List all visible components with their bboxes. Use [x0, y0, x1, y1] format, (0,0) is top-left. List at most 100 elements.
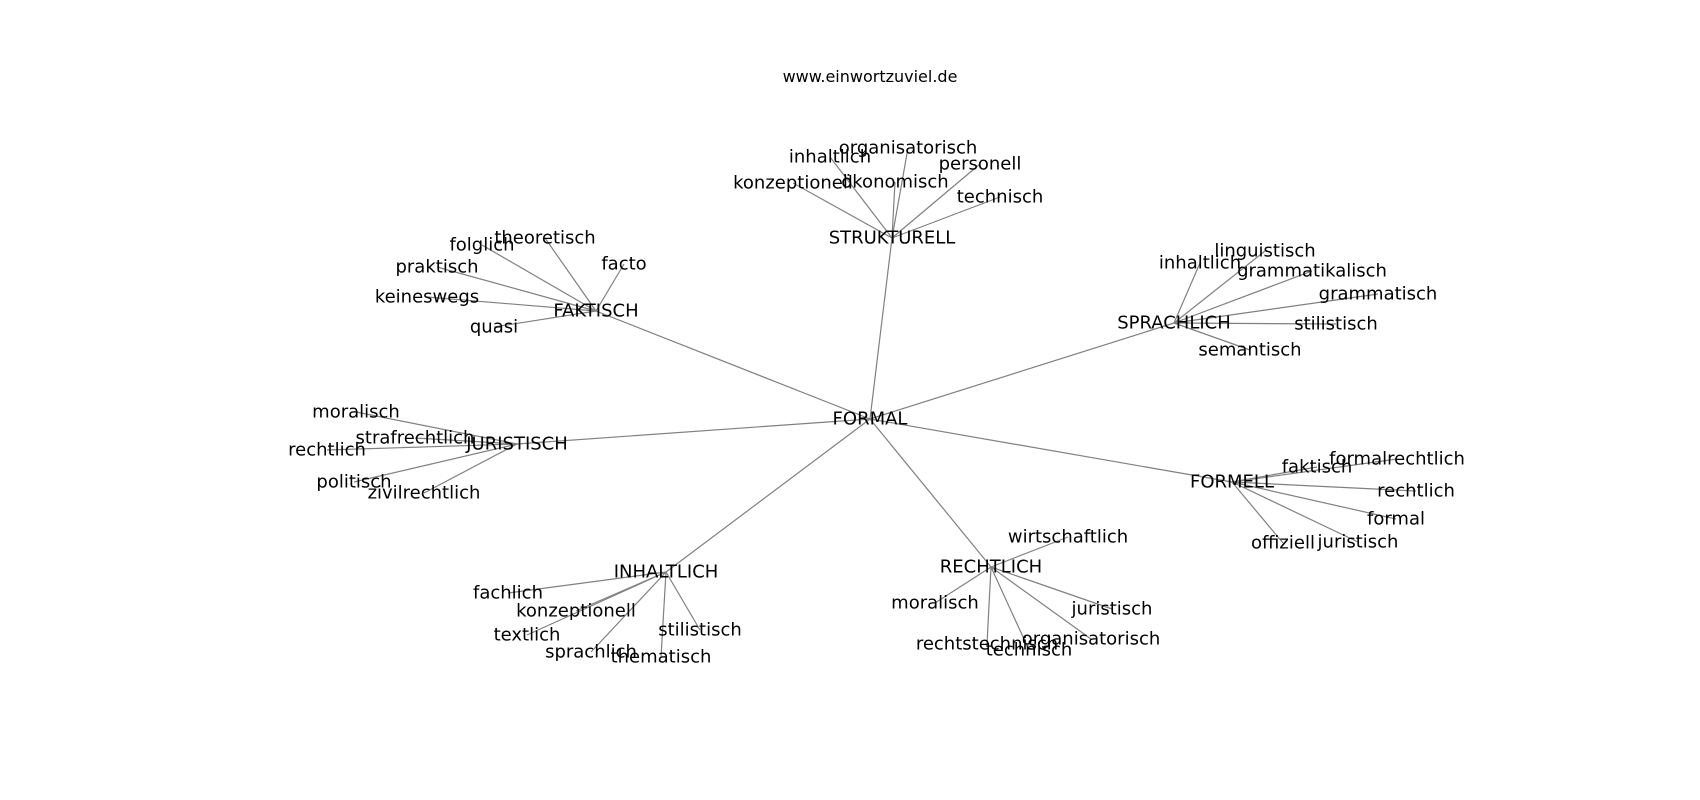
- leaf-node-label: personell: [939, 154, 1022, 175]
- edge-center-to-hub: [869, 418, 992, 568]
- hub-node-label: SPRACHLICH: [1117, 313, 1231, 334]
- leaf-node-label: stilistisch: [1294, 314, 1378, 335]
- leaf-node-label: konzeptionell: [733, 173, 853, 194]
- leaf-node-label: technisch: [986, 640, 1073, 661]
- leaf-node-label: grammatikalisch: [1237, 261, 1387, 282]
- edge-hub-to-leaf: [1173, 262, 1201, 324]
- edge-hub-to-leaf: [1231, 466, 1318, 483]
- leaf-node-label: thematisch: [611, 647, 712, 668]
- leaf-node-label: ökonomisch: [841, 172, 948, 193]
- edge-hub-to-leaf: [1231, 481, 1359, 543]
- leaf-node-label: formal: [1367, 509, 1425, 530]
- edge-hub-to-leaf: [423, 443, 518, 494]
- edge-hub-to-leaf: [665, 571, 701, 631]
- leaf-node-label: rechtstechnisch: [916, 634, 1058, 655]
- edge-hub-to-leaf: [590, 571, 667, 653]
- edge-hub-to-leaf: [353, 443, 518, 483]
- leaf-node-label: quasi: [470, 317, 518, 338]
- edge-hub-to-leaf: [507, 571, 667, 594]
- center-node-label: FORMAL: [833, 409, 908, 430]
- edge-center-to-hub: [665, 418, 871, 573]
- leaf-node-label: rechtlich: [1377, 481, 1455, 502]
- edge-hub-to-leaf: [526, 571, 667, 636]
- hub-node-label: INHALTLICH: [614, 562, 719, 583]
- leaf-node-label: inhaltlich: [789, 147, 871, 168]
- edge-hub-to-leaf: [891, 181, 896, 239]
- edge-hub-to-leaf: [986, 566, 992, 645]
- edge-hub-to-leaf: [990, 536, 1069, 568]
- edge-center-to-hub: [595, 310, 871, 420]
- edge-hub-to-leaf: [1231, 458, 1398, 483]
- hub-node-label: STRUKTURELL: [829, 228, 956, 249]
- edge-hub-to-leaf: [493, 310, 597, 328]
- edge-hub-to-leaf: [1173, 322, 1251, 351]
- leaf-node-label: juristisch: [1071, 599, 1153, 620]
- edge-hub-to-leaf: [990, 566, 1030, 651]
- leaf-node-label: wirtschaftlich: [1008, 527, 1128, 548]
- leaf-node-label: semantisch: [1198, 340, 1301, 361]
- hub-node-label: JURISTISCH: [465, 434, 568, 455]
- leaf-node-label: faktisch: [1282, 457, 1353, 478]
- edge-center-to-hub: [869, 237, 893, 420]
- edge-hub-to-leaf: [326, 443, 518, 451]
- edge-hub-to-leaf: [355, 411, 518, 445]
- leaf-node-label: folglich: [449, 235, 514, 256]
- edge-hub-to-leaf: [990, 566, 1092, 640]
- leaf-node-label: sprachlich: [545, 642, 637, 663]
- leaf-node-label: offiziell: [1251, 533, 1315, 554]
- edge-hub-to-leaf: [891, 163, 981, 239]
- edge-hub-to-leaf: [436, 266, 597, 312]
- leaf-node-label: politisch: [316, 472, 391, 493]
- hub-node-label: FORMELL: [1190, 472, 1274, 493]
- edge-center-to-hub: [869, 322, 1175, 420]
- leaf-node-label: organisatorisch: [1022, 629, 1161, 650]
- edge-hub-to-leaf: [1231, 481, 1284, 544]
- edge-hub-to-leaf: [595, 263, 625, 312]
- leaf-node-label: konzeptionell: [516, 601, 636, 622]
- leaf-node-label: linguistisch: [1214, 241, 1315, 262]
- edge-hub-to-leaf: [1173, 322, 1337, 325]
- edge-hub-to-leaf: [1231, 481, 1397, 520]
- edge-hub-to-leaf: [1173, 250, 1266, 324]
- leaf-node-label: formalrechtlich: [1329, 449, 1465, 470]
- edge-hub-to-leaf: [1173, 293, 1379, 324]
- edge-hub-to-leaf: [934, 566, 992, 604]
- leaf-node-label: facto: [601, 254, 646, 275]
- edge-hub-to-leaf: [481, 244, 597, 312]
- hub-node-label: RECHTLICH: [940, 557, 1042, 578]
- site-watermark: www.einwortzuviel.de: [783, 67, 958, 86]
- edges-layer: [326, 147, 1417, 658]
- edge-hub-to-leaf: [990, 566, 1113, 610]
- leaf-node-label: technisch: [957, 187, 1044, 208]
- leaf-node-label: praktisch: [395, 257, 478, 278]
- leaf-node-label: textlich: [494, 625, 561, 646]
- edge-hub-to-leaf: [660, 571, 667, 658]
- edge-hub-to-leaf: [414, 437, 518, 445]
- leaf-node-label: fachlich: [473, 583, 543, 604]
- leaf-node-label: inhaltlich: [1159, 253, 1241, 274]
- edge-hub-to-leaf: [1231, 481, 1417, 492]
- leaf-node-label: keineswegs: [375, 287, 479, 308]
- leaf-node-label: grammatisch: [1319, 284, 1438, 305]
- edge-center-to-hub: [869, 418, 1233, 483]
- leaf-node-label: stilistisch: [658, 620, 742, 641]
- edge-hub-to-leaf: [891, 147, 909, 239]
- leaf-node-label: rechtlich: [288, 440, 366, 461]
- leaf-node-label: moralisch: [312, 402, 400, 423]
- edge-hub-to-leaf: [544, 237, 597, 312]
- edge-hub-to-leaf: [829, 156, 893, 239]
- leaf-node-label: strafrechtlich: [356, 428, 475, 449]
- leaf-node-label: moralisch: [891, 593, 979, 614]
- hub-node-label: FAKTISCH: [553, 301, 638, 322]
- edge-hub-to-leaf: [891, 196, 1001, 239]
- leaf-node-label: organisatorisch: [839, 138, 978, 159]
- leaf-node-label: juristisch: [1317, 532, 1399, 553]
- edge-center-to-hub: [516, 418, 871, 445]
- leaf-node-label: zivilrechtlich: [368, 483, 481, 504]
- leaf-node-label: theoretisch: [494, 228, 595, 249]
- edge-hub-to-leaf: [792, 182, 893, 239]
- edge-hub-to-leaf: [1173, 270, 1313, 324]
- labels-layer: FORMALSTRUKTURELLorganisatorischinhaltli…: [288, 138, 1465, 668]
- edge-hub-to-leaf: [426, 296, 597, 312]
